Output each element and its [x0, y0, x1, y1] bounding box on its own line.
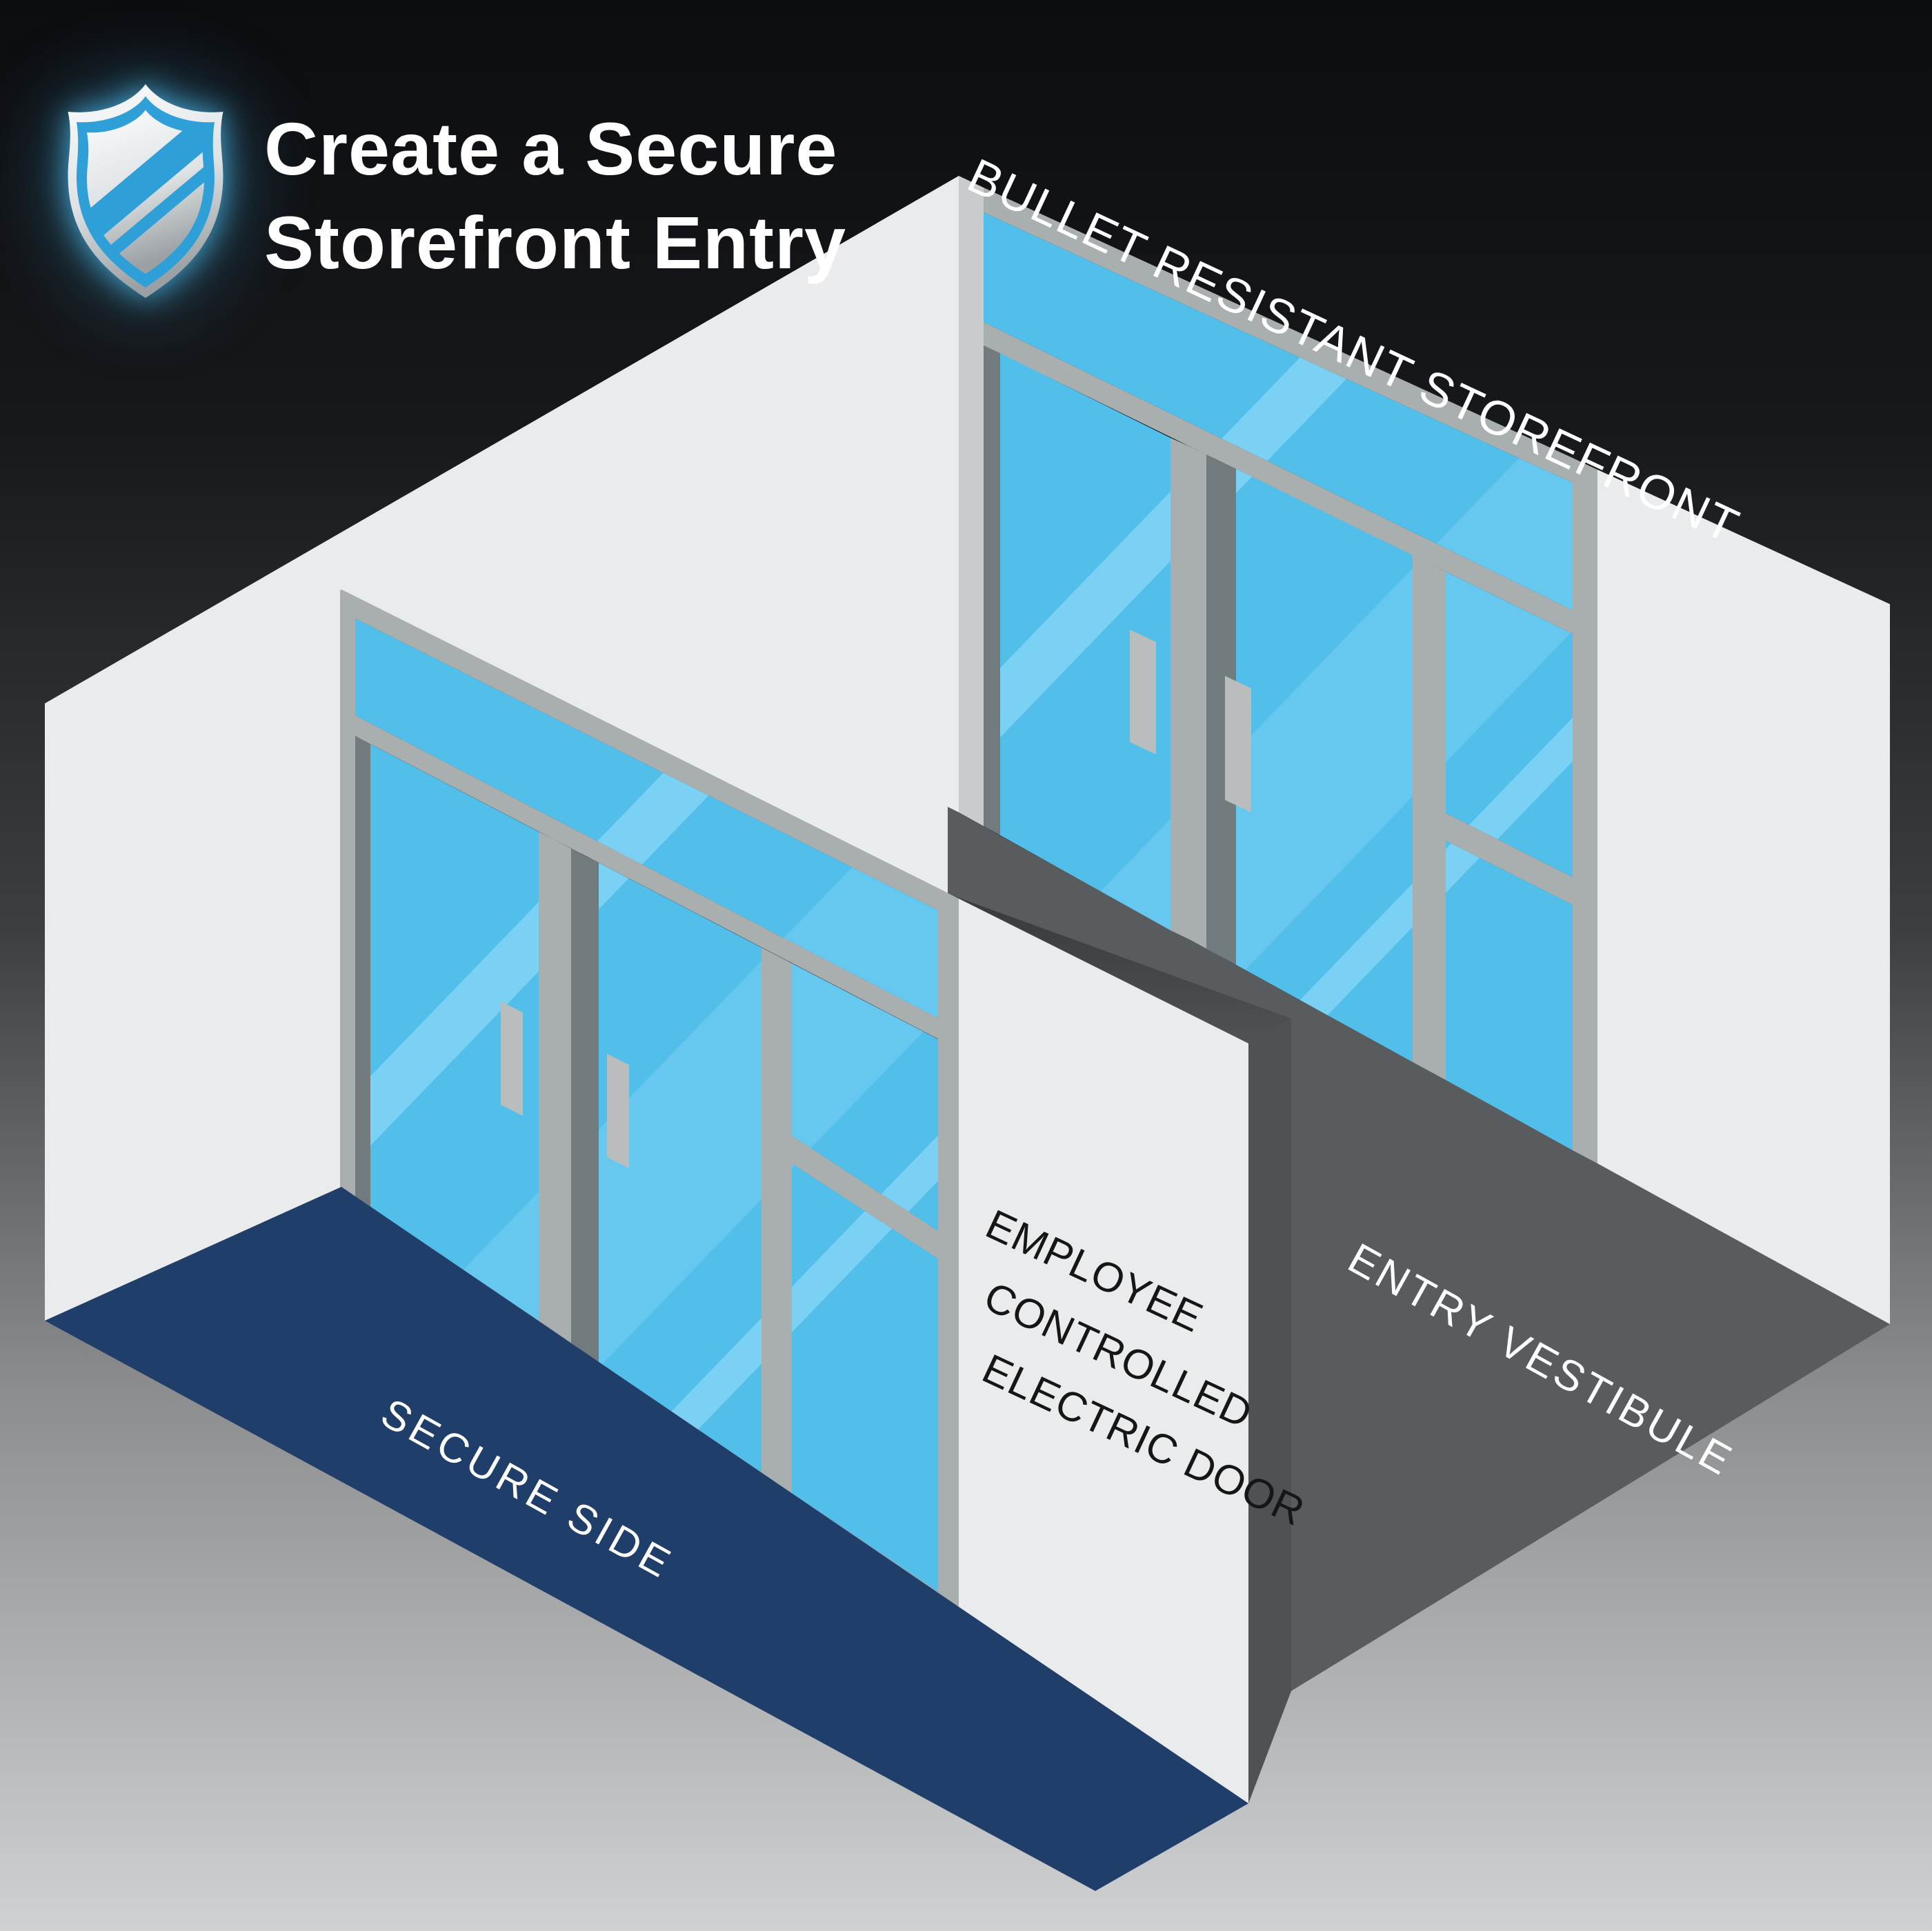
corner-post: [959, 176, 984, 826]
interior-end-post: [938, 909, 959, 1607]
right-wall-face: [1597, 470, 1890, 1324]
storefront-door-handle-right: [1225, 676, 1251, 812]
interior-center-mullion-shadow: [571, 848, 584, 1352]
interior-door-left-stile: [355, 736, 370, 1207]
interior-transom-rail: [341, 708, 959, 1050]
storefront-sidelite-lower-glass: [1446, 841, 1573, 1150]
employee-controlled-door-wall: [340, 590, 1248, 1803]
storefront-head-rail: [984, 188, 1573, 483]
page-title-line2: Storefront Entry: [264, 201, 847, 284]
interior-left-jamb: [340, 590, 355, 1197]
storefront-door-left-rstile: [1171, 438, 1189, 939]
page-title-line1: Create a Secure: [264, 107, 838, 190]
interior-door-right-stile: [584, 855, 599, 1362]
interior-sidelite-mid-rail: [792, 1136, 938, 1259]
interior-head-rail: [341, 590, 959, 921]
interior-door-handle-right: [607, 1054, 629, 1168]
entry-vestibule-floor: [948, 807, 1890, 1691]
interior-door-handle-left: [501, 1001, 523, 1116]
secure-side-floor: [45, 1187, 1248, 1891]
storefront-door-right-glass: [1236, 469, 1413, 1062]
storefront-transom-rail: [984, 322, 1573, 634]
page-title: Create a Secure Storefront Entry: [264, 102, 846, 290]
pillar-side-face: [1248, 1019, 1291, 1803]
interior-door-left-rstile: [539, 832, 554, 1331]
shield-icon: [59, 77, 232, 305]
storefront-center-mullion-shadow: [1206, 454, 1219, 956]
storefront-door-left-stile: [984, 346, 1000, 835]
storefront-sidelite-upper-glass: [1446, 572, 1573, 877]
interior-sidelite-upper-glass: [792, 963, 938, 1231]
storefront-end-post: [1573, 458, 1597, 1163]
storefront-sidelite-mid-rail: [1446, 813, 1573, 905]
storefront-door-handle-left: [1130, 630, 1156, 754]
left-wall: [45, 176, 984, 1321]
left-wall-face: [45, 176, 959, 1321]
interior-door-right-glass: [599, 863, 761, 1472]
interior-right-jamb: [761, 948, 792, 1493]
storefront-right-jamb: [1413, 555, 1446, 1080]
employee-door-pillar: [959, 899, 1248, 1803]
